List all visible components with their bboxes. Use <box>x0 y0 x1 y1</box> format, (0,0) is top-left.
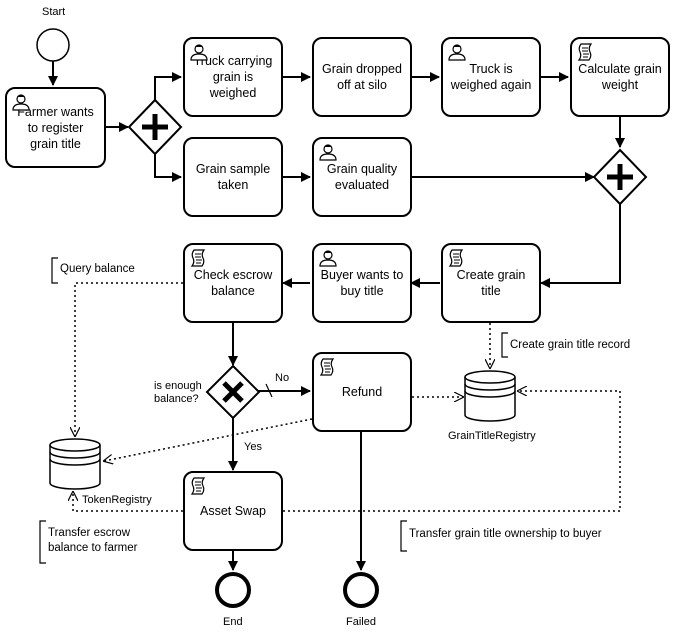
gateway-yes-label: Yes <box>244 441 262 453</box>
annotation-create-record: Create grain title record <box>510 339 631 351</box>
user-icon <box>448 43 466 65</box>
token-registry-store[interactable] <box>49 438 101 490</box>
assoc-check-token <box>75 282 183 436</box>
task-label: Refund <box>341 385 383 399</box>
task-calculate-weight[interactable]: Calculate grain weight <box>570 37 670 117</box>
end-event[interactable] <box>215 572 251 608</box>
task-buyer-wants[interactable]: Buyer wants to buy title <box>312 243 412 323</box>
user-icon <box>190 43 208 65</box>
task-farmer-register[interactable]: Farmer wants to register grain title <box>5 87 106 168</box>
task-truck-weighed[interactable]: Truck carrying grain is weighed <box>183 37 283 117</box>
task-label: Grain sample taken <box>195 162 271 192</box>
plus-icon <box>142 114 168 140</box>
user-icon <box>12 93 30 115</box>
assoc-refund-token <box>104 418 313 461</box>
end-event-label: End <box>223 616 243 628</box>
task-grain-quality[interactable]: Grain quality evaluated <box>312 137 412 217</box>
gateway-question-label: is enough balance? <box>154 380 202 405</box>
failed-event-label: Failed <box>346 616 376 628</box>
user-icon <box>319 249 337 271</box>
task-label: Create grain title <box>456 268 526 298</box>
assoc-swap-grain <box>283 391 621 512</box>
gateway-no-label: No <box>275 372 290 384</box>
script-icon <box>319 358 335 380</box>
exclusive-gateway[interactable] <box>205 364 261 420</box>
annotation-bracket-create-record <box>501 332 508 358</box>
parallel-join-gateway[interactable] <box>592 148 648 206</box>
annotation-transfer-escrow: Transfer escrow balance to farmer <box>48 527 138 554</box>
task-asset-swap[interactable]: Asset Swap <box>183 471 283 551</box>
flow-split-sample <box>154 154 182 182</box>
task-label: Check escrow balance <box>193 268 273 298</box>
task-truck-weighed-again[interactable]: Truck is weighed again <box>441 37 541 117</box>
assoc-swap-token <box>73 492 183 512</box>
default-flow-marker <box>265 383 273 398</box>
x-icon <box>222 381 244 403</box>
grain-registry-store[interactable] <box>464 370 516 422</box>
annotation-query-balance: Query balance <box>60 263 135 275</box>
annotation-bracket-transfer-escrow <box>39 520 46 564</box>
start-event[interactable] <box>36 28 70 62</box>
annotation-bracket-query <box>51 257 58 284</box>
user-icon <box>319 143 337 165</box>
task-label: Farmer wants to register grain title <box>17 104 94 151</box>
task-refund[interactable]: Refund <box>312 352 412 432</box>
annotation-transfer-ownership: Transfer grain title ownership to buyer <box>409 528 602 540</box>
token-registry-label: TokenRegistry <box>82 494 152 506</box>
task-label: Grain dropped off at silo <box>322 62 402 92</box>
annotation-bracket-transfer-ownership <box>400 520 407 552</box>
plus-icon <box>607 164 633 190</box>
script-icon <box>190 249 206 271</box>
task-check-escrow[interactable]: Check escrow balance <box>183 243 283 323</box>
script-icon <box>448 249 464 271</box>
task-label: Buyer wants to buy title <box>320 268 404 298</box>
start-event-label: Start <box>42 6 66 18</box>
flow-join-create <box>540 203 621 288</box>
grain-registry-label: GrainTitleRegistry <box>448 430 536 442</box>
task-grain-sample[interactable]: Grain sample taken <box>183 137 283 217</box>
task-grain-dropped[interactable]: Grain dropped off at silo <box>312 37 412 117</box>
parallel-split-gateway[interactable] <box>127 98 183 156</box>
task-label: Truck is weighed again <box>450 62 532 92</box>
flow-split-truck <box>154 72 182 100</box>
failed-end-event[interactable] <box>343 572 379 608</box>
task-label: Grain quality evaluated <box>326 162 398 192</box>
task-label: Calculate grain weight <box>578 62 662 92</box>
script-icon <box>577 43 593 65</box>
task-label: Asset Swap <box>199 504 266 518</box>
task-create-title[interactable]: Create grain title <box>441 243 541 323</box>
task-label: Truck carrying grain is weighed <box>193 54 273 100</box>
script-icon <box>190 477 206 499</box>
